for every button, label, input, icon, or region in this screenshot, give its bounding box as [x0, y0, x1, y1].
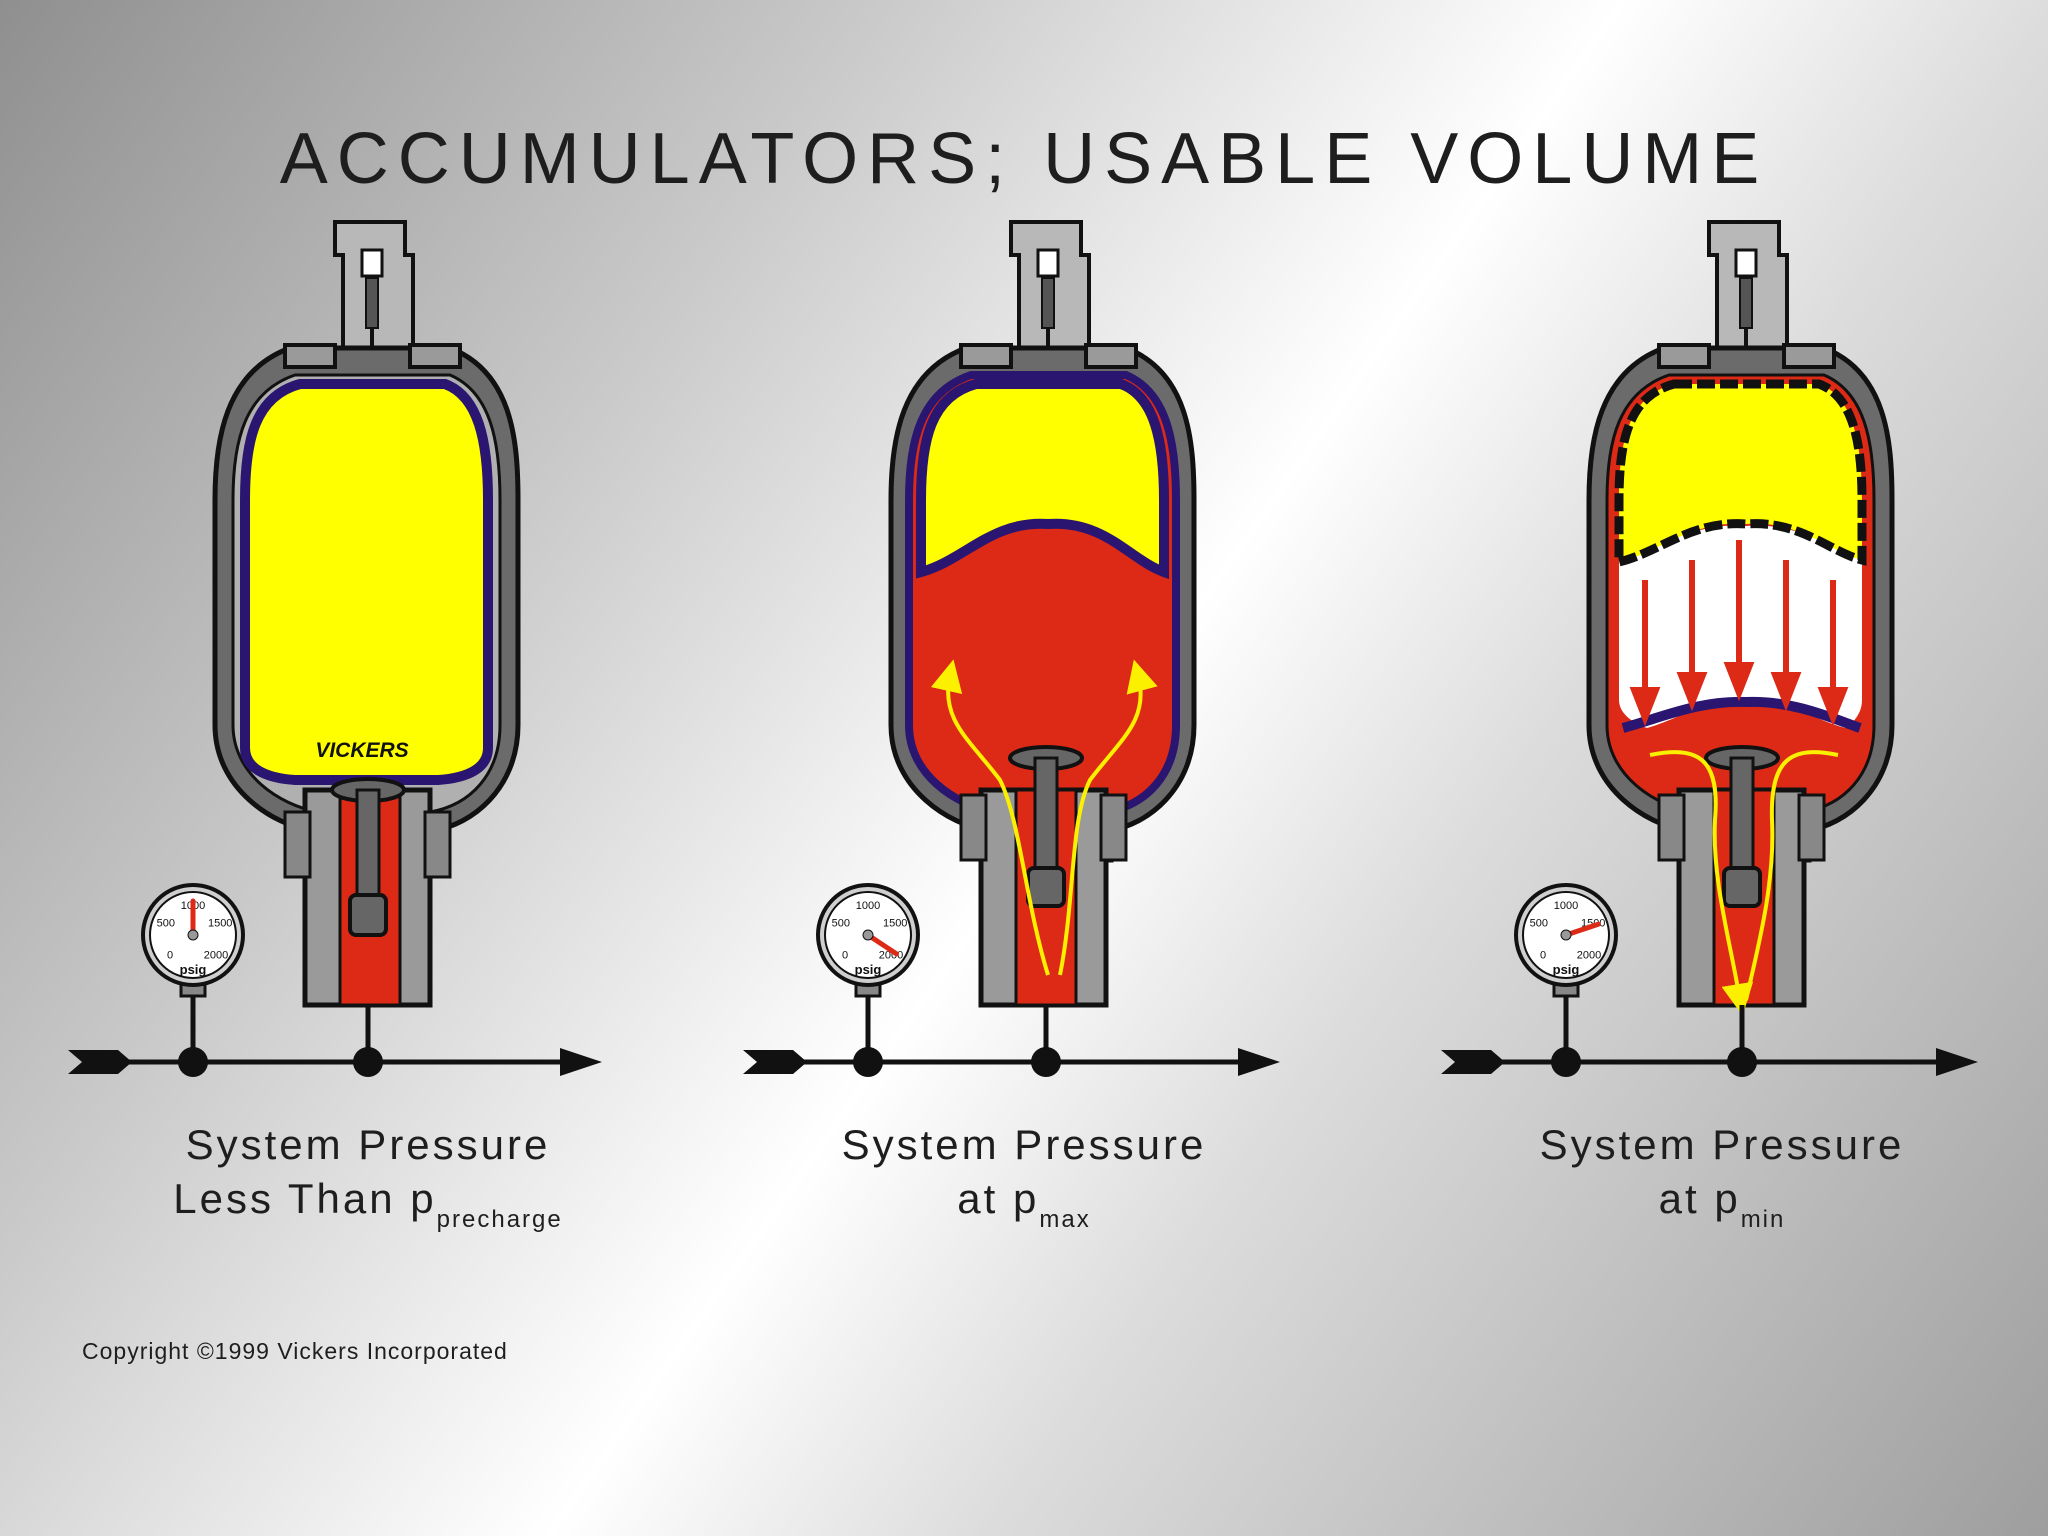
accumulator-1: VICKERS: [212, 220, 521, 1008]
accumulator-3: [1586, 220, 1895, 1016]
gauge-3-tick-0: 0: [1540, 949, 1546, 961]
gauge-1-tick-4: 2000: [204, 949, 228, 961]
svg-text:psig: psig: [1553, 962, 1580, 977]
caption-1: System Pressure Less Than pprecharge: [173, 1121, 563, 1233]
svg-text:psig: psig: [180, 962, 207, 977]
brand-logo: VICKERS: [315, 739, 408, 762]
gauge-3-needle: [1563, 921, 1601, 938]
pipeline-2: [743, 1005, 1280, 1077]
gauge-2-needle: [865, 932, 899, 957]
copyright-notice: Copyright ©1999 Vickers Incorporated: [82, 1338, 508, 1364]
gauge-1-tick-0: 0: [167, 949, 173, 961]
pipeline-3: [1441, 1005, 1978, 1077]
svg-text:psig: psig: [855, 962, 882, 977]
gauge-3-tick-2: 1000: [1554, 900, 1578, 912]
gauge-3-tick-1: 500: [1530, 917, 1548, 929]
gauge-1-tick-1: 500: [157, 917, 175, 929]
gauge-2-tick-0: 0: [842, 949, 848, 961]
caption-3: System Pressure at pmin: [1539, 1121, 1905, 1233]
gauge-2-tick-1: 500: [832, 917, 850, 929]
gauge-2-tick-2: 1000: [856, 900, 880, 912]
gauge-3-tick-4: 2000: [1577, 949, 1601, 961]
expansion-arrows: [1629, 540, 1849, 727]
gauge-1-tick-3: 1500: [208, 917, 232, 929]
accumulator-2: [888, 220, 1197, 1008]
gauge-2-tick-3: 1500: [883, 917, 907, 929]
page-title: ACCUMULATORS; USABLE VOLUME: [279, 119, 1769, 199]
caption-2: System Pressure at pmax: [841, 1121, 1207, 1233]
pipeline-1: [68, 1005, 602, 1077]
